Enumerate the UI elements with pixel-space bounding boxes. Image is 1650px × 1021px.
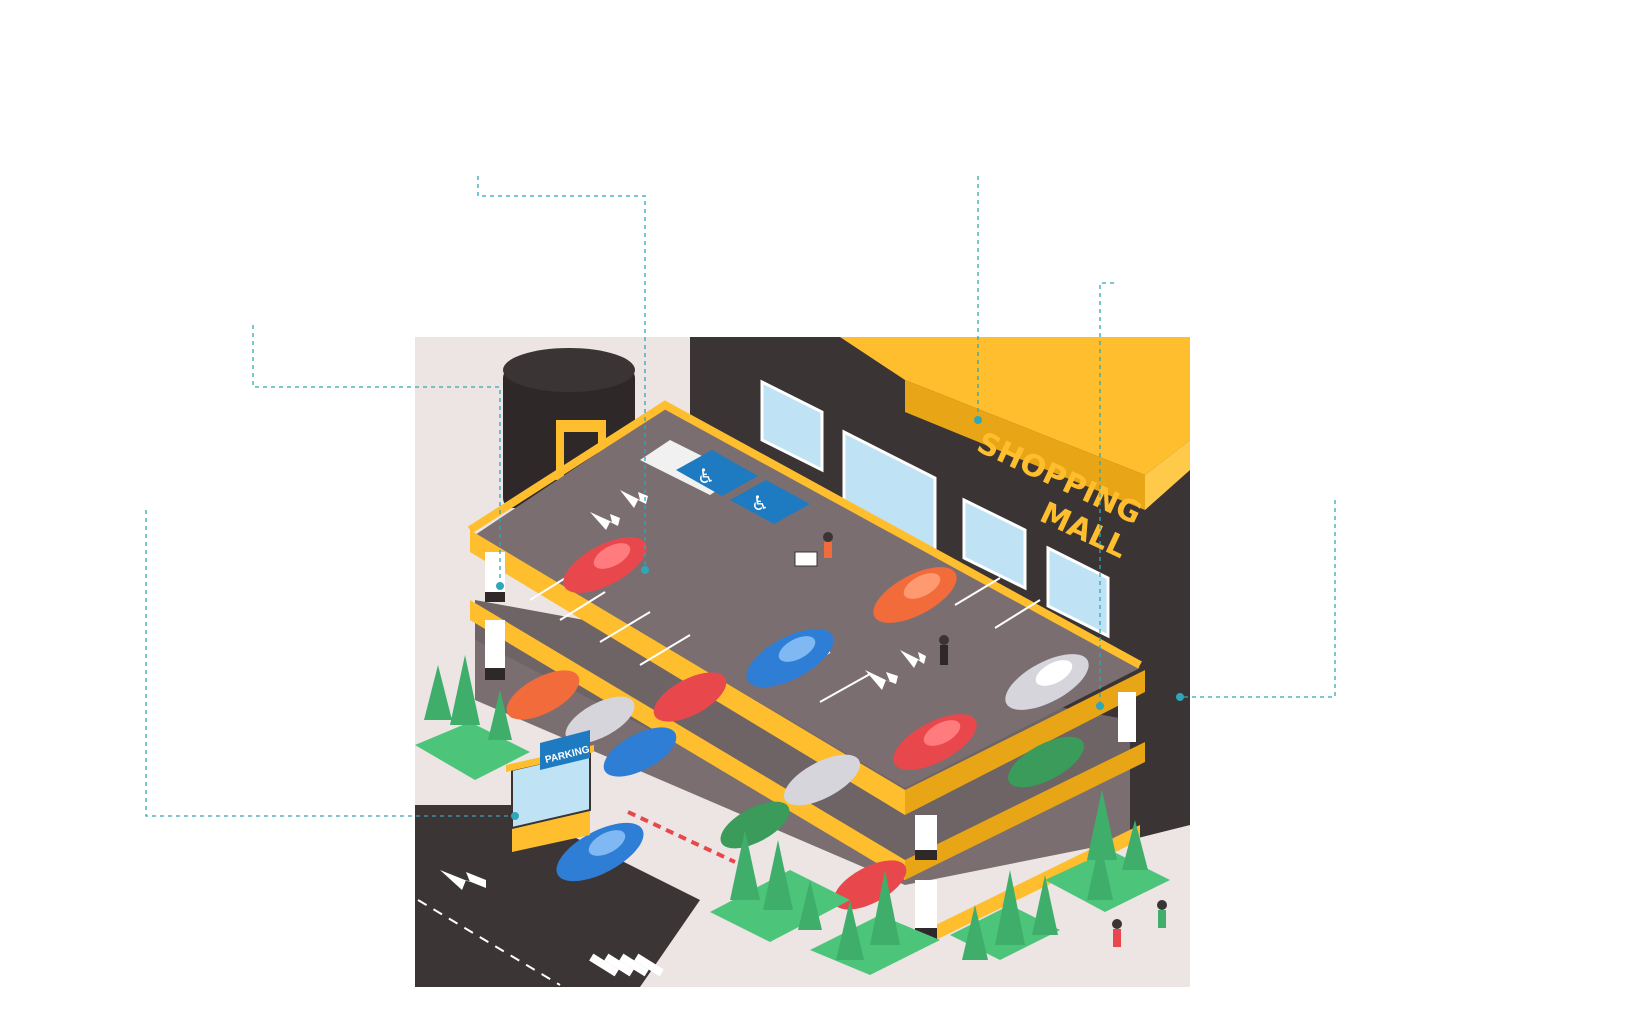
cars-top-deck — [563, 537, 1089, 770]
callout-anchor-dots — [496, 416, 1184, 820]
top-deck-rail-front — [470, 530, 905, 815]
support-pillars — [485, 552, 1136, 940]
people — [794, 532, 1167, 947]
car-red — [893, 714, 977, 770]
arrow-icon — [900, 650, 926, 668]
person-with-cart — [794, 532, 833, 567]
trees — [424, 655, 1148, 960]
lower-deck-rail — [905, 825, 1140, 955]
wheelchair-icon: ♿ — [697, 464, 715, 488]
car-orange — [506, 670, 580, 720]
leader-line — [145, 510, 515, 817]
person-walking — [939, 635, 949, 665]
tree-icon — [798, 880, 822, 930]
tree-icon — [962, 905, 988, 960]
tree-icon — [763, 840, 793, 910]
leader-line — [1180, 500, 1336, 698]
car-blue — [603, 727, 677, 777]
road-arrow-icon — [440, 870, 486, 890]
crosswalk — [589, 953, 664, 977]
car-blue-entering — [556, 822, 644, 882]
entry-barrier — [627, 810, 736, 864]
wheelchair-icon: ♿ — [751, 491, 769, 515]
mall-roof-side — [1145, 440, 1190, 510]
car-green — [1007, 736, 1085, 788]
deck-direction-arrows — [590, 490, 926, 690]
tree-icon — [450, 655, 480, 725]
tree-icon — [424, 665, 452, 720]
ramp-tower-top — [503, 348, 635, 392]
car-green — [720, 801, 790, 849]
mall-roof — [840, 337, 1190, 475]
accessible-parking-spaces: ♿ ♿ — [640, 440, 810, 524]
arrow-icon — [620, 490, 648, 508]
tree-icon — [1032, 875, 1058, 935]
family-walking — [1112, 900, 1167, 947]
callout-anchor-dot — [974, 416, 982, 424]
tree-icon — [1087, 840, 1113, 900]
callout-leader-lines — [145, 176, 1336, 817]
callout-anchor-dot — [496, 582, 504, 590]
top-deck-rail-back — [467, 400, 1142, 669]
tree-icon — [870, 870, 900, 945]
top-deck — [475, 408, 1140, 788]
car-silver — [565, 696, 635, 744]
leader-line — [252, 325, 501, 586]
callout-anchor-dot — [1176, 693, 1184, 701]
cars-middle-deck — [506, 670, 1085, 910]
middle-deck-rail — [470, 600, 905, 880]
arrow-icon — [865, 670, 898, 690]
tree-icon — [1122, 820, 1148, 870]
parking-booth: PARKING — [506, 730, 594, 852]
road-lane-marking — [417, 899, 561, 986]
callout-anchor-dot — [641, 566, 649, 574]
leader-line — [1099, 282, 1114, 706]
car-red — [563, 537, 647, 593]
callout-anchor-dot — [511, 812, 519, 820]
tree-icon — [730, 830, 760, 900]
car-silver — [783, 754, 861, 806]
tree-icon — [836, 900, 864, 960]
mall-roof-edge — [905, 380, 1145, 510]
top-deck-rail-right — [905, 670, 1145, 815]
tree-icon — [488, 690, 512, 740]
tree-icon — [995, 870, 1025, 945]
car-blue — [746, 628, 834, 688]
car-orange — [873, 567, 957, 623]
tree-icon — [1087, 790, 1117, 860]
arrow-icon — [590, 512, 620, 530]
leader-line — [477, 176, 646, 570]
car-silver — [1005, 654, 1089, 710]
middle-deck-rail-right — [905, 742, 1145, 880]
car-red — [653, 672, 727, 722]
car-red — [833, 860, 907, 910]
callout-anchor-dot — [1096, 702, 1104, 710]
